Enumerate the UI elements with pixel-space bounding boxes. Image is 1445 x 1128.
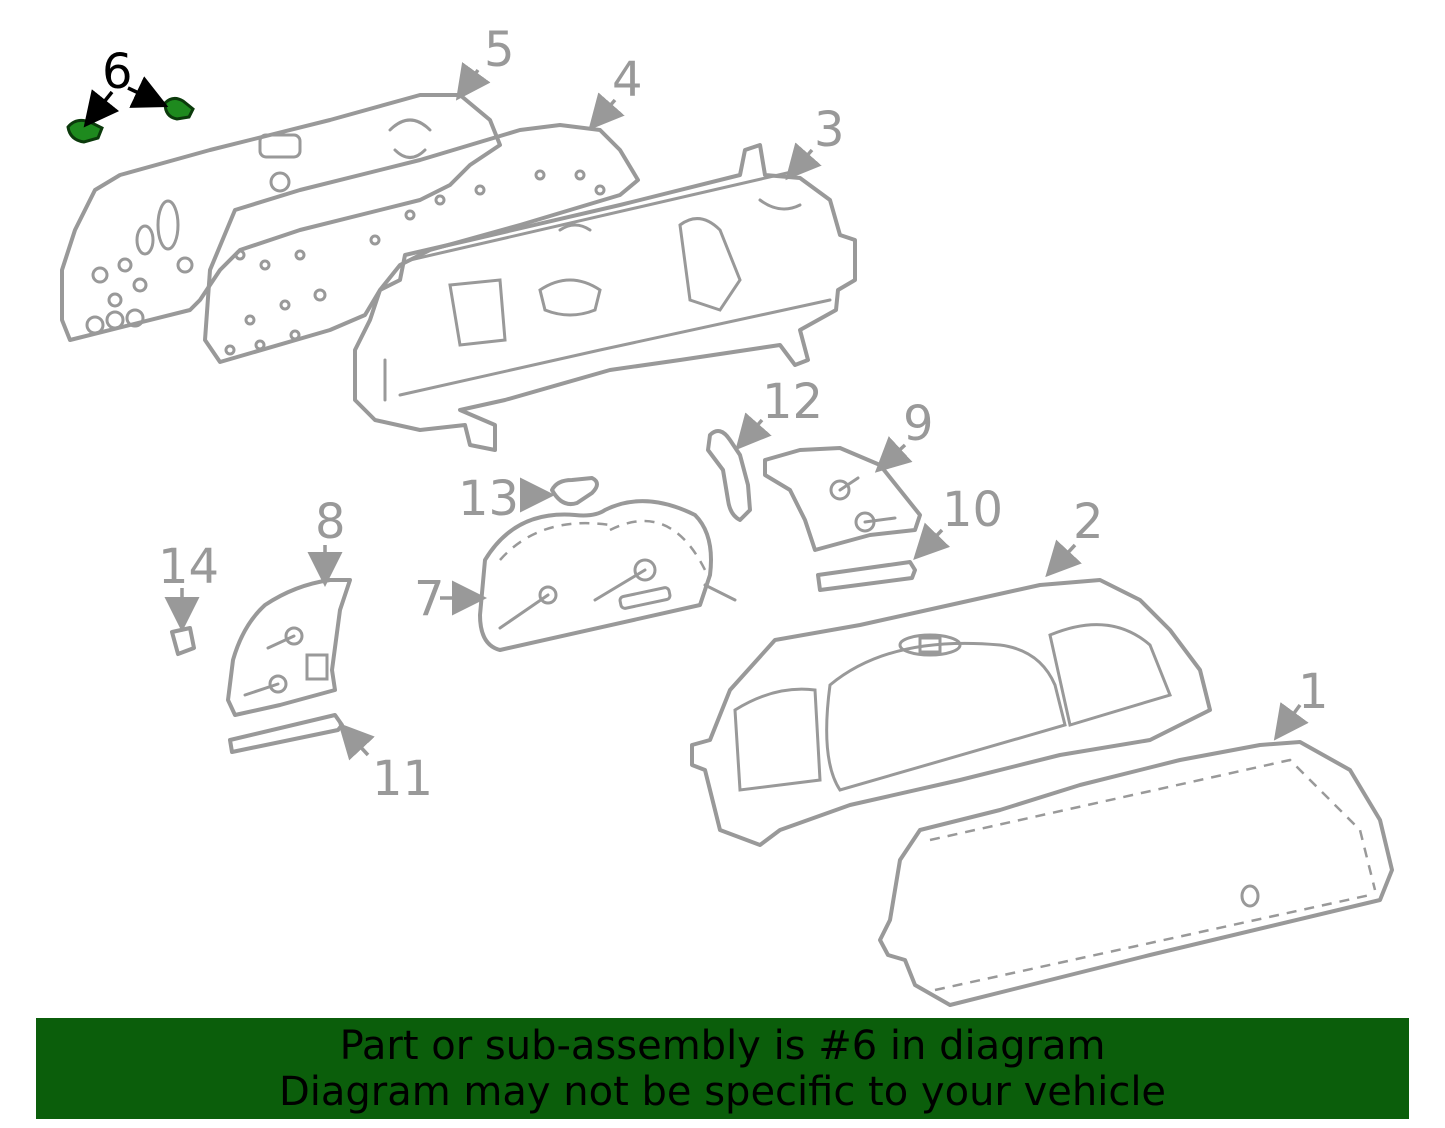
part-8-sub-meter[interactable] — [226, 578, 352, 717]
parts-diagram: 5 4 3 6 12 9 10 13 2 8 14 7 1 11 — [60, 22, 1394, 1007]
label-part-13: 13 — [458, 471, 519, 527]
part-7-dial-plate[interactable] — [478, 499, 737, 652]
banner-line-1: Part or sub-assembly is #6 in diagram — [339, 1022, 1106, 1069]
part-6-screws[interactable] — [66, 96, 195, 144]
part-14-bulb[interactable] — [170, 626, 196, 656]
part-4-printed-board[interactable] — [203, 123, 640, 364]
label-part-9: 9 — [903, 396, 934, 452]
label-part-1: 1 — [1298, 664, 1329, 720]
label-part-4: 4 — [612, 52, 643, 108]
part-10-plate[interactable] — [816, 560, 917, 592]
part-5-circuit-board[interactable] — [60, 93, 502, 342]
label-part-7: 7 — [414, 571, 445, 627]
part-1-cover[interactable] — [878, 740, 1394, 1007]
screw-icon[interactable] — [163, 96, 195, 121]
part-3-meter-case[interactable] — [353, 143, 857, 452]
part-2-cluster-housing[interactable] — [690, 578, 1212, 847]
label-part-8: 8 — [315, 494, 346, 550]
part-11-plate[interactable] — [228, 713, 344, 754]
label-part-11: 11 — [372, 751, 433, 807]
callout-arrows — [83, 62, 1309, 761]
part-9-sub-meter[interactable] — [763, 446, 922, 552]
screw-icon[interactable] — [66, 118, 104, 144]
part-12-seal[interactable] — [706, 429, 752, 522]
label-part-10: 10 — [942, 482, 1003, 538]
info-banner: Part or sub-assembly is #6 in diagram Di… — [36, 1018, 1409, 1119]
banner-line-2: Diagram may not be specific to your vehi… — [278, 1068, 1167, 1115]
label-part-5: 5 — [484, 22, 515, 78]
label-part-6: 6 — [102, 44, 133, 100]
label-part-3: 3 — [814, 102, 845, 158]
label-part-2: 2 — [1073, 494, 1104, 550]
part-13-lens[interactable] — [550, 476, 599, 507]
label-part-14: 14 — [158, 539, 219, 595]
label-part-12: 12 — [762, 374, 823, 430]
